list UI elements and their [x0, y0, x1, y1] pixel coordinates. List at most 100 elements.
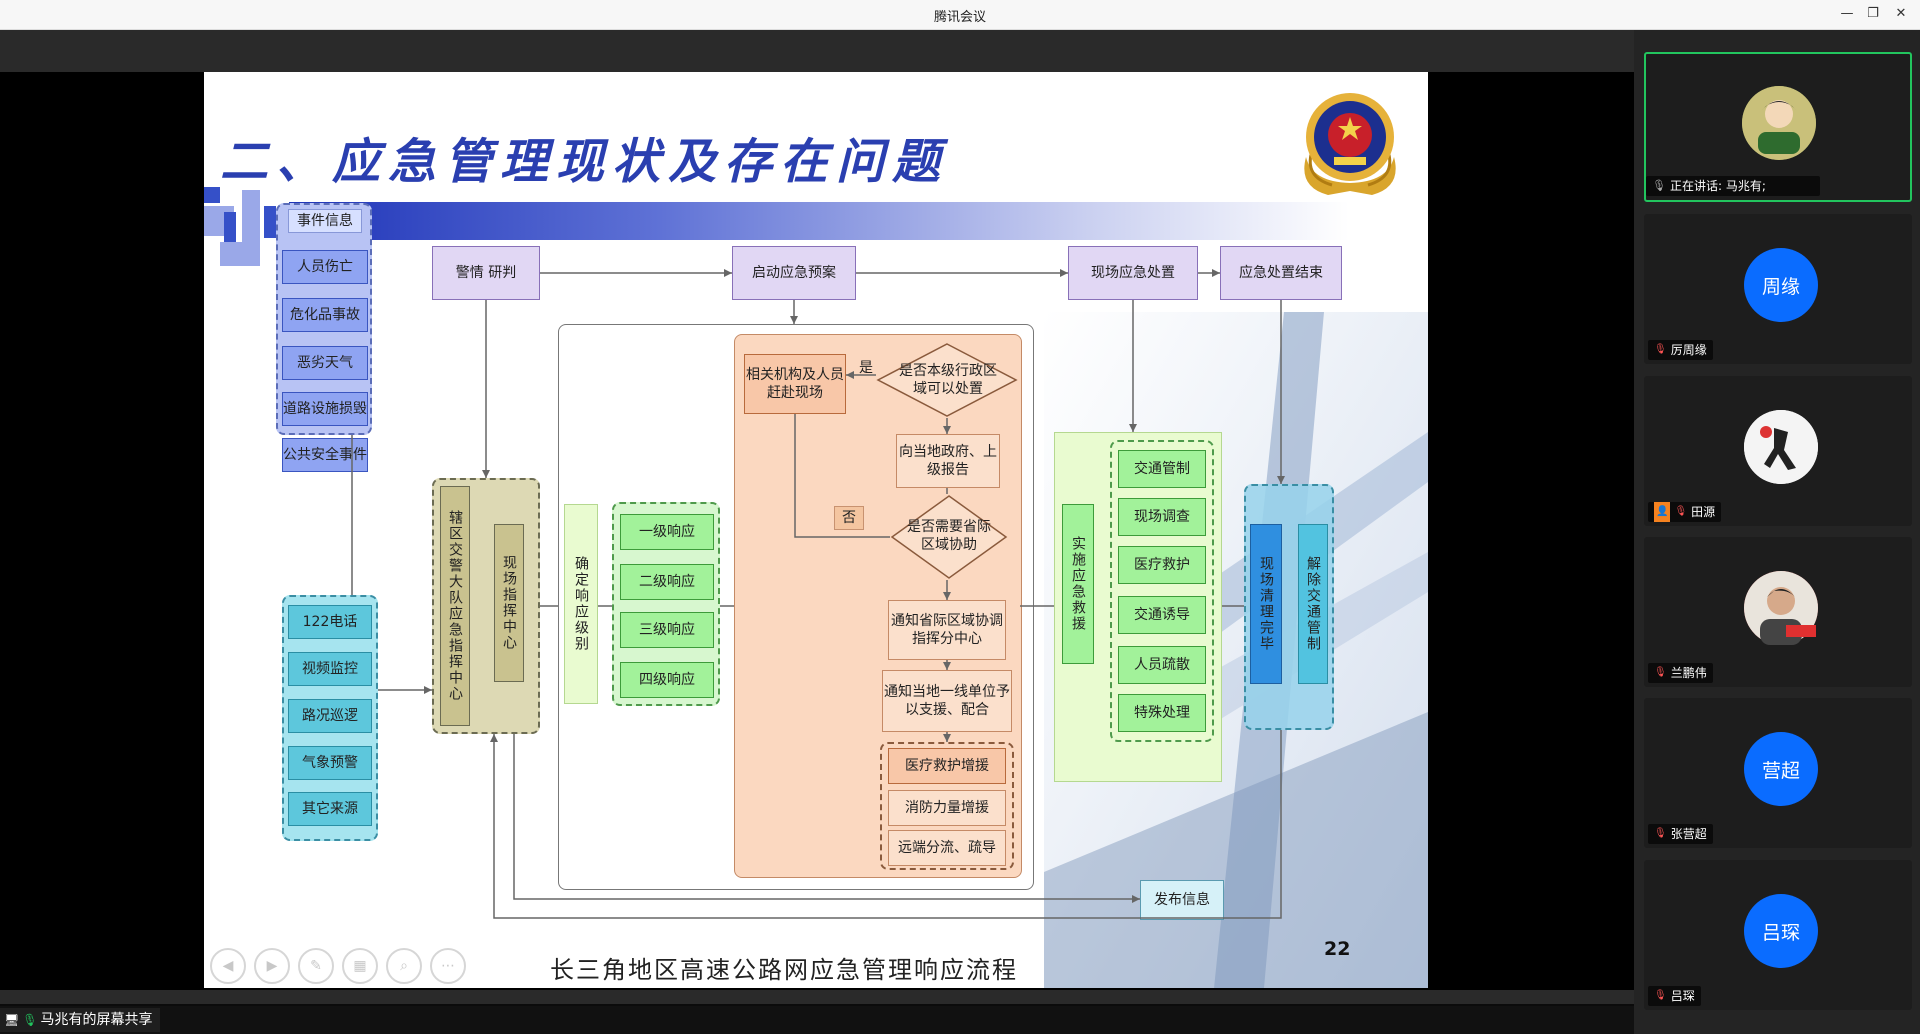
title-underline-bar: [289, 202, 1349, 240]
minimize-icon[interactable]: —: [1840, 6, 1854, 21]
source-item: 路况巡逻: [288, 699, 372, 733]
lift-control-box: 解除交通管制: [1298, 524, 1328, 684]
report-box: 向当地政府、上级报告: [896, 434, 1000, 488]
share-bottom-strip: [0, 990, 1634, 1004]
implement-rescue-box: 实施应急救援: [1062, 504, 1094, 664]
participant-tile[interactable]: 🎙 兰鹏伟: [1644, 537, 1912, 687]
source-item: 视频监控: [288, 652, 372, 686]
source-item: 122电话: [288, 605, 372, 639]
action-item: 交通管制: [1118, 450, 1206, 488]
screen-share-label[interactable]: 🖥 🎙 马兆有的屏幕共享: [0, 1008, 161, 1032]
field-command-box: 现场指挥中心: [494, 524, 524, 682]
cleanup-box: 现场清理完毕: [1250, 524, 1282, 684]
decision-diamond-2: [890, 495, 1008, 579]
man-avatar-icon: [1744, 571, 1818, 645]
pen-icon[interactable]: ✎: [298, 948, 334, 984]
participant-tile-speaking[interactable]: 🎙 正在讲话: 马兆有;: [1644, 52, 1912, 202]
slide-page-number: 22: [1324, 938, 1351, 960]
reinforce-item: 消防力量增援: [888, 790, 1006, 826]
mic-muted-icon: 🎙: [1674, 506, 1688, 517]
publish-info-box: 发布信息: [1140, 880, 1224, 920]
decor-square: [224, 212, 236, 242]
no-label: 否: [834, 506, 864, 530]
participant-name: 吕琛: [1670, 989, 1695, 1003]
shared-slide: 二、应急管理现状及存在问题 事件信息 人员伤亡 危化品事故 恶劣天气 道路设施损…: [204, 72, 1428, 988]
participant-tile[interactable]: 👤 🎙 田源: [1644, 376, 1912, 526]
slide-title: 二、应急管理现状及存在问题: [220, 134, 949, 190]
event-item: 人员伤亡: [282, 250, 368, 284]
mic-on-icon: 🎙: [22, 1013, 38, 1027]
agencies-box: 相关机构及人员赶赴现场: [744, 354, 846, 414]
event-info-header: 事件信息: [288, 209, 362, 233]
event-item: 危化品事故: [282, 298, 368, 332]
source-item: 气象预警: [288, 746, 372, 780]
mic-muted-icon: 🎙: [1654, 990, 1667, 1001]
event-item: 道路设施损毁: [282, 392, 368, 426]
start-plan-box: 启动应急预案: [732, 246, 856, 300]
mic-muted-icon: 🎙: [1654, 828, 1667, 839]
next-slide-icon[interactable]: ▶: [254, 948, 290, 984]
decision-diamond-1: [876, 343, 1018, 417]
bottom-status-bar: [0, 1006, 1634, 1034]
brigade-center-box: 辖区交警大队应急指挥中心: [440, 486, 470, 726]
mic-muted-icon: 🎙: [1654, 667, 1667, 678]
restore-icon[interactable]: ❐: [1867, 6, 1879, 21]
decor-square: [220, 242, 260, 266]
window-title: 腾讯会议: [933, 10, 986, 25]
screen-share-icon: 🖥: [4, 1013, 20, 1027]
more-icon[interactable]: ⋯: [430, 948, 466, 984]
speaking-indicator: 🎙 正在讲话: 马兆有;: [1646, 176, 1820, 196]
participant-name-tag: 🎙 兰鹏伟: [1648, 663, 1713, 683]
action-item: 现场调查: [1118, 498, 1206, 536]
decor-square: [242, 190, 260, 254]
slide-footer: 长三角地区高速公路网应急管理响应流程: [550, 956, 1018, 984]
participant-avatar: 吕琛: [1744, 894, 1818, 968]
event-item: 恶劣天气: [282, 346, 368, 380]
mic-muted-icon: 🎙: [1652, 179, 1666, 192]
yes-label: 是: [859, 360, 873, 376]
participant-tile[interactable]: 吕琛 🎙 吕琛: [1644, 860, 1912, 1010]
determine-level-box: 确定响应级别: [564, 504, 598, 704]
police-badge-icon: [1304, 93, 1396, 195]
participant-name: 张营超: [1670, 827, 1707, 841]
cartoon-avatar-icon: [1742, 86, 1816, 160]
mic-muted-icon: 🎙: [1654, 344, 1667, 355]
reinforce-item: 医疗救护增援: [888, 748, 1006, 784]
art-avatar-icon: [1744, 410, 1818, 484]
decor-square: [204, 187, 220, 203]
reinforce-item: 远端分流、疏导: [888, 830, 1006, 866]
window-titlebar: 腾讯会议 — ❐ ✕: [0, 0, 1920, 30]
participant-name: 田源: [1691, 505, 1716, 519]
action-item: 交通诱导: [1118, 596, 1206, 634]
level-item: 二级响应: [620, 564, 714, 600]
participant-name-tag: 🎙 厉周缘: [1648, 340, 1713, 360]
participant-name-tag: 👤 🎙 田源: [1648, 502, 1722, 522]
participant-name-tag: 🎙 吕琛: [1648, 986, 1701, 1006]
zoom-icon[interactable]: ⌕: [386, 948, 422, 984]
decision-1-text: 是否本级行政区域可以处置: [899, 363, 997, 397]
participant-tile[interactable]: 营超 🎙 张营超: [1644, 698, 1912, 848]
action-item: 人员疏散: [1118, 646, 1206, 684]
share-top-strip: [0, 30, 1634, 72]
notify-province-box: 通知省际区域协调指挥分中心: [888, 600, 1006, 660]
participant-name: 厉周缘: [1670, 343, 1707, 357]
event-item: 公共安全事件: [282, 438, 368, 472]
participant-avatar: 周缘: [1744, 248, 1818, 322]
participant-tile[interactable]: 周缘 🎙 厉周缘: [1644, 214, 1912, 364]
source-item: 其它来源: [288, 792, 372, 826]
grid-icon[interactable]: ▦: [342, 948, 378, 984]
participant-name-tag: 🎙 张营超: [1648, 824, 1713, 844]
decision-2-text: 是否需要省际区域协助: [907, 519, 991, 553]
close-icon[interactable]: ✕: [1895, 6, 1907, 21]
level-item: 四级响应: [620, 662, 714, 698]
speaking-text: 正在讲话: 马兆有;: [1669, 179, 1766, 193]
alert-judge-box: 警情 研判: [432, 246, 540, 300]
prev-slide-icon[interactable]: ◀: [210, 948, 246, 984]
participant-avatar: 营超: [1744, 732, 1818, 806]
person-icon: 👤: [1654, 502, 1671, 522]
disposal-end-box: 应急处置结束: [1220, 246, 1342, 300]
action-item: 医疗救护: [1118, 546, 1206, 584]
screen-share-text: 马兆有的屏幕共享: [40, 1012, 153, 1028]
action-item: 特殊处理: [1118, 694, 1206, 732]
notify-local-box: 通知当地一线单位予以支援、配合: [882, 670, 1012, 732]
